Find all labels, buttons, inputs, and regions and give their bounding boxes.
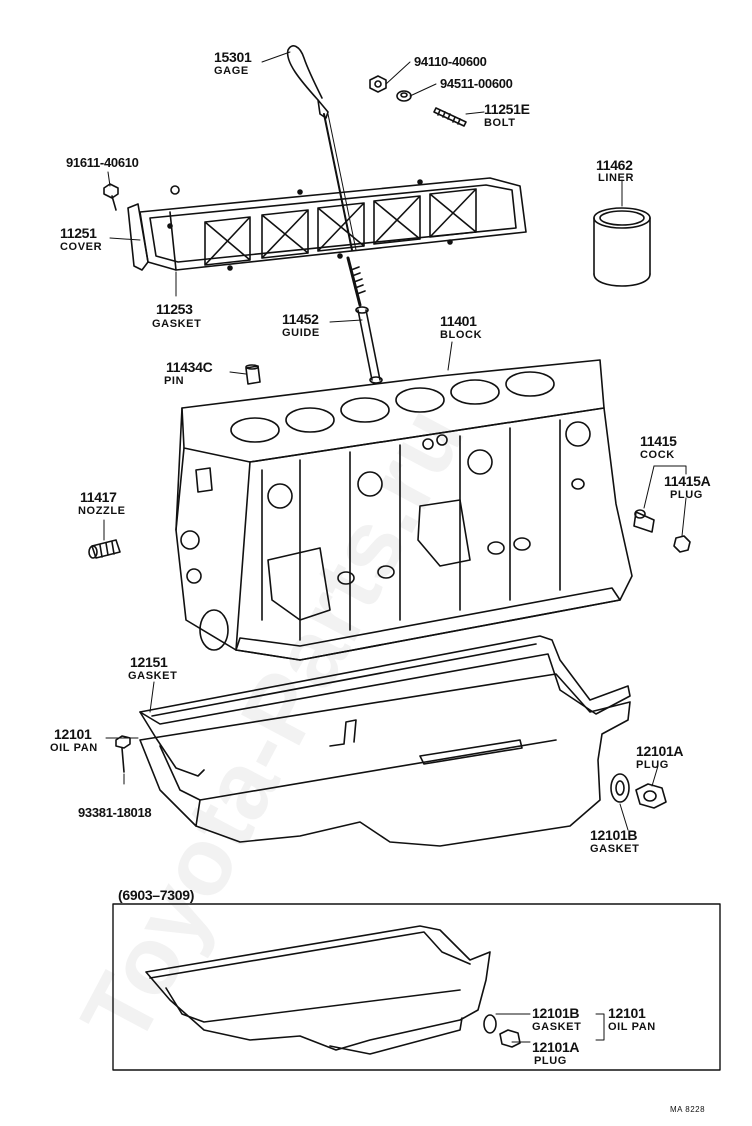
oil-pan	[139, 673, 631, 847]
cylinder-liner	[593, 207, 651, 287]
pin-part-name: PIN	[164, 375, 185, 387]
washer-part-number: 94511-00600	[440, 76, 513, 91]
cock-plug-part-name: PLUG	[670, 489, 703, 501]
bolt-part-number: 11251E	[484, 101, 530, 117]
drain-gasket-part-name: GASKET	[590, 843, 640, 855]
washer-94511	[396, 90, 412, 102]
inset-frame	[112, 903, 721, 1071]
cover-gasket-part-name: GASKET	[152, 318, 202, 330]
drain-gasket-part-number: 12101B	[590, 827, 638, 843]
bolt-11251E	[433, 107, 467, 127]
cock-plug-part-number: 11415A	[664, 473, 711, 489]
inset-oil-pan-part-name: OIL PAN	[608, 1021, 656, 1033]
side-cover	[127, 177, 527, 271]
inset-gasket-part-number: 12101B	[532, 1005, 580, 1021]
inset-drain-gasket	[483, 1014, 497, 1034]
gage-part-number: 15301	[214, 49, 252, 65]
block-part-number: 11401	[440, 313, 477, 329]
drain-gasket	[610, 773, 630, 803]
inset-plug-part-number: 12101A	[532, 1039, 580, 1055]
cock-part-name: COCK	[640, 449, 675, 461]
guide-part-name: GUIDE	[282, 327, 320, 339]
leader-lines	[103, 51, 687, 1043]
dipstick-guide	[355, 306, 383, 384]
inset-drain-plug	[499, 1029, 521, 1048]
drain-plug	[635, 783, 667, 809]
nut-94110	[369, 75, 387, 93]
oil-nozzle	[88, 539, 121, 559]
drain-cock	[633, 509, 655, 533]
nut-part-number: 94110-40600	[414, 54, 487, 69]
nozzle-part-name: NOZZLE	[78, 505, 126, 517]
engine-block	[175, 359, 633, 661]
inset-gasket-part-name: GASKET	[532, 1021, 582, 1033]
pin-part-number: 11434C	[166, 359, 213, 375]
inset-oil-pan-part-number: 12101	[608, 1005, 646, 1021]
pan-bolt	[115, 735, 131, 773]
pan-bolt-part-number: 93381-18018	[78, 805, 152, 820]
cover-part-number: 11251	[60, 225, 97, 241]
cock-part-number: 11415	[640, 433, 677, 449]
inset-oil-pan	[145, 925, 491, 1055]
cover-gasket-part-number: 11253	[156, 301, 193, 317]
cock-plug	[673, 535, 691, 553]
oil-pan-part-name: OIL PAN	[50, 742, 98, 754]
guide-part-number: 11452	[282, 311, 319, 327]
screw-part-number: 91611-40610	[66, 155, 139, 170]
cover-part-name: COVER	[60, 241, 103, 253]
oil-pan-gasket	[139, 635, 631, 777]
inset-title: (6903–7309)	[118, 887, 195, 903]
gage-part-name: GAGE	[214, 65, 249, 77]
pan-gasket-part-number: 12151	[130, 654, 168, 670]
inset-plug-part-name: PLUG	[534, 1055, 567, 1067]
nozzle-part-number: 11417	[80, 489, 117, 505]
drain-plug-part-number: 12101A	[636, 743, 684, 759]
dipstick-gage	[286, 45, 366, 307]
pan-gasket-part-name: GASKET	[128, 670, 178, 682]
screw-91611	[103, 183, 119, 211]
liner-part-name: LINER	[598, 172, 634, 184]
bolt-part-name: BOLT	[484, 117, 516, 129]
block-part-name: BLOCK	[440, 329, 483, 341]
dowel-pin	[245, 364, 261, 385]
oil-pan-part-number: 12101	[54, 726, 92, 742]
drain-plug-part-name: PLUG	[636, 759, 669, 771]
liner-part-number: 11462	[596, 157, 633, 173]
footer-code: MA 8228	[670, 1105, 706, 1114]
